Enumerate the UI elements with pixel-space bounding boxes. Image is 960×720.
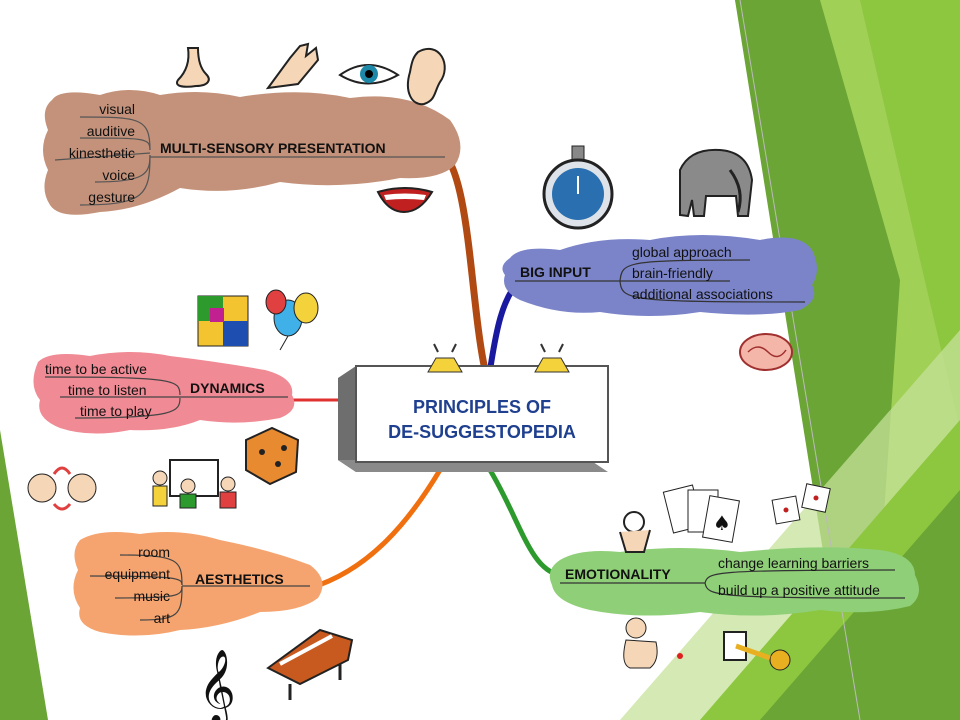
treble-clef-icon: 𝄞 bbox=[198, 650, 236, 720]
stopwatch-icon bbox=[542, 145, 614, 230]
multisensory-item-visual: visual bbox=[99, 101, 135, 117]
cloud-big-input bbox=[502, 235, 817, 316]
brain-icon bbox=[739, 333, 793, 371]
dynamics-item-play: time to play bbox=[80, 403, 152, 419]
playing-cards-icon: ♠ bbox=[662, 484, 740, 543]
dice-pair-icon bbox=[771, 483, 831, 525]
cloud-emotionality bbox=[549, 547, 919, 616]
faces-icon bbox=[27, 466, 97, 511]
big-input-item-global: global approach bbox=[632, 244, 732, 260]
emotionality-item-attitude: build up a positive attitude bbox=[718, 582, 880, 598]
center-title-line1: PRINCIPLES OF bbox=[413, 397, 551, 417]
balloons-icon bbox=[265, 289, 319, 351]
cloud-dynamics bbox=[33, 352, 295, 434]
multisensory-item-auditive: auditive bbox=[87, 123, 135, 139]
svg-text:♠: ♠ bbox=[713, 511, 731, 535]
dynamics-title: DYNAMICS bbox=[190, 380, 265, 396]
multisensory-item-gesture: gesture bbox=[88, 189, 135, 205]
emotionality-item-barriers: change learning barriers bbox=[718, 555, 869, 571]
baby-icon bbox=[623, 617, 683, 669]
multisensory-title: MULTI-SENSORY PRESENTATION bbox=[160, 140, 386, 156]
multisensory-item-voice: voice bbox=[102, 167, 135, 183]
dice-icon bbox=[245, 426, 300, 486]
emotionality-title: EMOTIONALITY bbox=[565, 566, 671, 582]
cloud-aesthetics bbox=[73, 532, 323, 636]
ok-hand-icon bbox=[619, 511, 651, 553]
branch-multisensory: visual auditive kinesthetic voice gestur… bbox=[43, 90, 461, 215]
center-title-line2: DE-SUGGESTOPEDIA bbox=[388, 422, 576, 442]
aesthetics-item-music: music bbox=[133, 588, 170, 604]
ear-icon bbox=[406, 48, 446, 106]
center-node: PRINCIPLES OF DE-SUGGESTOPEDIA bbox=[338, 343, 609, 472]
puzzle-icon bbox=[197, 295, 249, 347]
dynamics-item-active: time to be active bbox=[45, 361, 147, 377]
piano-icon bbox=[266, 628, 354, 700]
nose-icon bbox=[176, 47, 210, 88]
elephant-icon bbox=[679, 148, 754, 218]
branch-emotionality: EMOTIONALITY change learning barriers bu… bbox=[549, 547, 919, 616]
spotlight-right-icon bbox=[534, 343, 570, 373]
big-input-item-brain: brain-friendly bbox=[632, 265, 713, 281]
hand-icon bbox=[265, 42, 320, 90]
mouth-icon bbox=[376, 187, 434, 214]
branch-aesthetics: room equipment music art AESTHETICS bbox=[73, 532, 323, 636]
spotlight-left-icon bbox=[427, 343, 463, 373]
aesthetics-item-equipment: equipment bbox=[105, 566, 170, 582]
big-input-item-associations: additional associations bbox=[632, 286, 773, 302]
multisensory-item-kinesthetic: kinesthetic bbox=[69, 145, 135, 161]
aesthetics-item-art: art bbox=[154, 610, 170, 626]
dynamics-item-listen: time to listen bbox=[68, 382, 147, 398]
key-icon bbox=[723, 631, 791, 671]
eye-icon bbox=[338, 64, 400, 85]
big-input-title: BIG INPUT bbox=[520, 264, 591, 280]
aesthetics-title: AESTHETICS bbox=[195, 571, 284, 587]
branch-dynamics: time to be active time to listen time to… bbox=[33, 352, 295, 434]
children-drawing-icon bbox=[152, 459, 237, 509]
svg-text:𝄞: 𝄞 bbox=[198, 650, 236, 720]
branch-big-input: BIG INPUT global approach brain-friendly… bbox=[502, 235, 817, 316]
aesthetics-item-room: room bbox=[138, 544, 170, 560]
